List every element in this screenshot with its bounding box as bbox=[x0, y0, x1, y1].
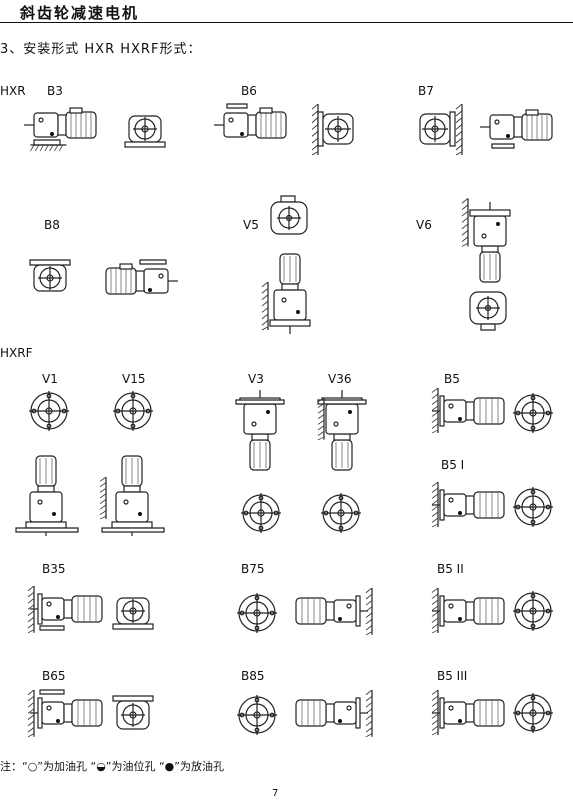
b5i-side-view-drawing bbox=[431, 481, 505, 528]
b5-end-view-drawing bbox=[512, 392, 554, 434]
position-label-v1: V1 bbox=[42, 372, 58, 386]
b5iii-end-view-drawing bbox=[512, 692, 554, 734]
position-label-b5: B5 bbox=[444, 372, 460, 386]
document-header-title: 斜齿轮减速电机 bbox=[20, 4, 140, 22]
position-label-v15: V15 bbox=[122, 372, 146, 386]
v3-flange-bottom-view-drawing bbox=[240, 492, 282, 534]
position-label-b75: B75 bbox=[241, 562, 265, 576]
b3-end-view-drawing bbox=[124, 115, 166, 148]
v15-side-view-drawing bbox=[99, 455, 166, 537]
b35-side-view-drawing bbox=[27, 585, 103, 634]
page-number: 7 bbox=[272, 788, 279, 799]
v5-side-view-drawing bbox=[261, 253, 311, 335]
b85-side-view-drawing bbox=[295, 689, 373, 738]
b3-side-view-drawing bbox=[23, 107, 97, 152]
position-label-v3: V3 bbox=[248, 372, 264, 386]
b6-side-view-drawing bbox=[213, 104, 287, 139]
b5ii-end-view-drawing bbox=[512, 590, 554, 632]
v5-top-view-drawing bbox=[268, 194, 314, 242]
oil-hole-legend-note: 注：“○”为加油孔 “◒”为油位孔 “●”为放油孔 bbox=[0, 760, 224, 773]
position-label-b65: B65 bbox=[42, 669, 66, 683]
b35-end-view-drawing bbox=[112, 597, 154, 630]
section-title: 3、安装形式 HXR HXRF形式： bbox=[0, 42, 202, 57]
v1-flange-top-view-drawing bbox=[28, 390, 70, 432]
position-label-b6: B6 bbox=[241, 84, 257, 98]
b8-side-view-drawing bbox=[105, 258, 179, 295]
b65-end-view-drawing bbox=[110, 694, 156, 736]
b7-side-view-drawing bbox=[479, 109, 553, 152]
b5-side-view-drawing bbox=[431, 387, 505, 434]
v1-side-view-drawing bbox=[14, 455, 80, 537]
position-label-b8: B8 bbox=[44, 218, 60, 232]
v36-side-view-drawing bbox=[317, 389, 366, 471]
position-label-b3: B3 bbox=[47, 84, 63, 98]
header-rule bbox=[0, 22, 573, 23]
b75-end-view-drawing bbox=[236, 592, 278, 634]
position-label-b85: B85 bbox=[241, 669, 265, 683]
position-label-v6: V6 bbox=[416, 218, 432, 232]
v15-flange-top-view-drawing bbox=[112, 390, 154, 432]
b7-end-view-drawing bbox=[418, 103, 463, 156]
b5ii-side-view-drawing bbox=[431, 587, 505, 634]
group-label-hxr: HXR bbox=[0, 84, 26, 98]
b5i-end-view-drawing bbox=[512, 486, 554, 528]
b5iii-side-view-drawing bbox=[431, 689, 505, 736]
position-label-v36: V36 bbox=[328, 372, 352, 386]
v3-side-view-drawing bbox=[236, 389, 284, 471]
group-label-hxrf: HXRF bbox=[0, 346, 33, 360]
b75-side-view-drawing bbox=[295, 587, 373, 636]
v36-flange-bottom-view-drawing bbox=[320, 492, 362, 534]
b65-side-view-drawing bbox=[27, 689, 103, 738]
position-label-b5i: B5 I bbox=[441, 458, 465, 472]
position-label-v5: V5 bbox=[243, 218, 259, 232]
position-label-b5iii: B5 III bbox=[437, 669, 468, 683]
b6-end-view-drawing bbox=[311, 103, 362, 156]
v6-top-view-drawing bbox=[466, 288, 512, 334]
position-label-b7: B7 bbox=[418, 84, 434, 98]
b85-end-view-drawing bbox=[236, 694, 278, 736]
position-label-b35: B35 bbox=[42, 562, 66, 576]
b8-end-view-drawing bbox=[26, 258, 76, 302]
v6-side-view-drawing bbox=[461, 197, 511, 283]
position-label-b5ii: B5 II bbox=[437, 562, 464, 576]
